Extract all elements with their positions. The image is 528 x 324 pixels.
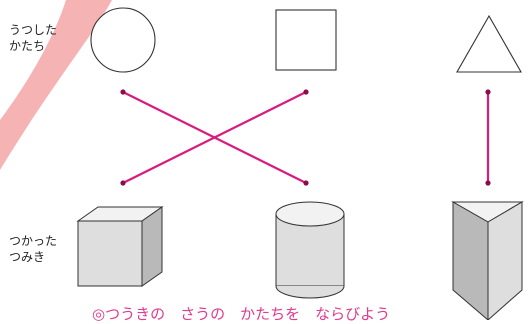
cylinder-block (275, 201, 345, 299)
match-line-square-cube (122, 91, 307, 184)
traced-circle-shape (90, 7, 156, 73)
triangular-prism-block (451, 201, 524, 320)
traced-triangle-shape (456, 14, 522, 73)
traced-shapes-label: うつした かたち (9, 22, 57, 54)
cube-block (76, 206, 164, 287)
connection-dot-cube (120, 180, 126, 186)
used-blocks-label-line-2: つみき (9, 250, 46, 264)
match-lines (120, 89, 491, 186)
connection-dot-triangular-prism (485, 180, 491, 186)
connection-dot-circle (120, 89, 126, 95)
traced-square-shape (275, 9, 337, 71)
connection-dot-triangle (485, 89, 491, 95)
connection-dot-square (303, 89, 309, 95)
connection-dot-cylinder (303, 180, 309, 186)
traced-shapes-label-line-2: かたち (9, 39, 46, 53)
decorative-swoosh (0, 0, 112, 170)
traced-shapes-label-line-1: うつした (9, 23, 58, 37)
used-blocks-label: つかった つみき (9, 233, 57, 265)
instruction-text: ◎つうきの さうの かたちを ならびよう (92, 305, 391, 323)
used-blocks-label-line-1: つかった (9, 234, 58, 248)
